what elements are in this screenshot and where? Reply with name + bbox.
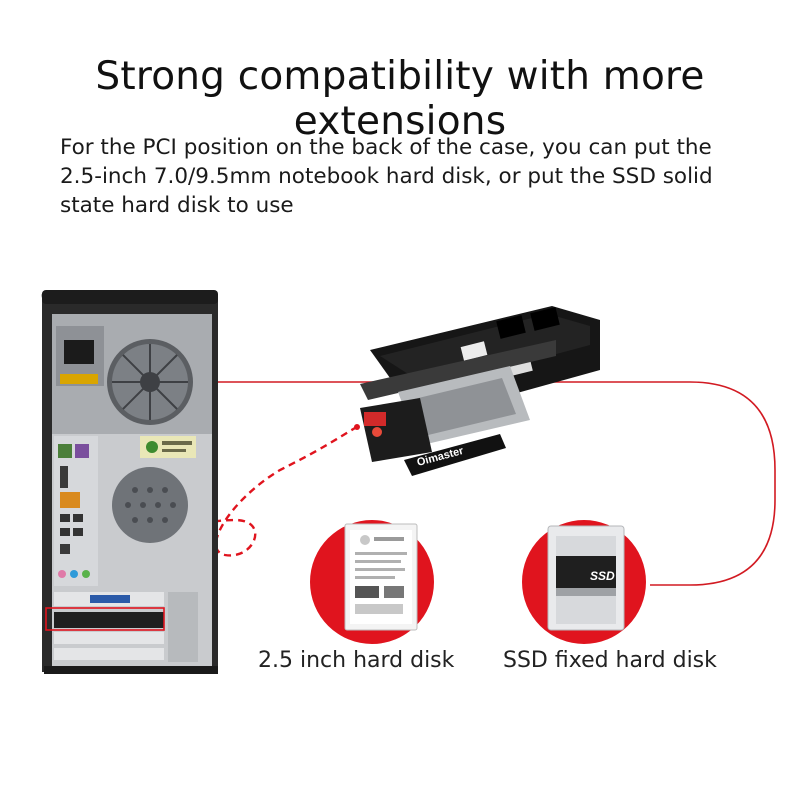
ssd-circle: SSD [522, 520, 646, 644]
page-title: Strong compatibility with more extension… [95, 54, 705, 144]
connector-line [215, 381, 776, 586]
pci-drive-bay: Oimaster Oimaster [360, 306, 600, 476]
ssd-label: SSD [590, 569, 615, 583]
hdd-circle [310, 520, 434, 644]
ssd-caption: SSD fixed hard disk [503, 648, 717, 673]
description-text: For the PCI position on the back of the … [60, 135, 713, 218]
hdd-caption: 2.5 inch hard disk [258, 648, 455, 673]
pc-tower [41, 290, 218, 674]
